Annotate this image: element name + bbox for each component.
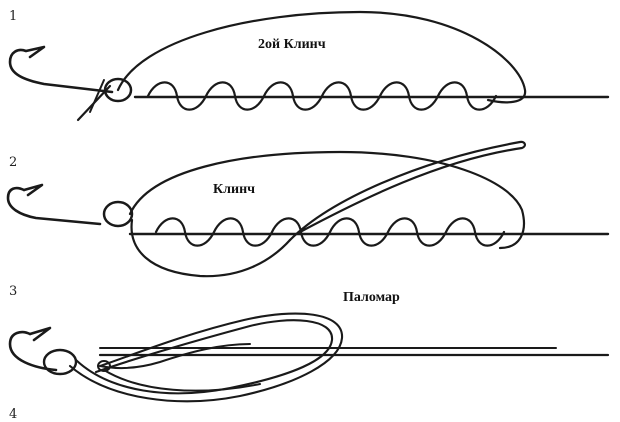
figure-1-title: 2ой Клинч (258, 37, 326, 52)
hook-2-icon (6, 183, 102, 226)
figure-1-number: 1 (9, 9, 18, 24)
coils-2 (154, 217, 506, 247)
figure-3-title: Паломар (343, 290, 400, 305)
figure-3-palomar-knot (8, 312, 610, 403)
figure-2-number: 2 (9, 155, 18, 170)
palomar-tag-3 (103, 369, 261, 392)
hook-eye-2 (102, 200, 134, 228)
figure-3-number: 3 (9, 284, 18, 299)
big-loop-2 (128, 150, 526, 250)
figure-4-number: 4 (9, 407, 18, 422)
hook-3-icon (8, 326, 58, 372)
big-loop-1 (116, 10, 527, 104)
palomar-loop-3b (68, 312, 344, 403)
tag-end-1b (89, 79, 105, 113)
figure-2-clinch-knot (6, 140, 610, 278)
palomar-loop-3a (74, 319, 334, 395)
palomar-bight-3 (99, 343, 251, 370)
figure-2-title: Клинч (213, 182, 256, 197)
loop-return-2 (130, 218, 292, 278)
hook-eye-3 (42, 348, 78, 376)
coils-1 (146, 81, 498, 111)
figure-1-double-clinch-knot (8, 10, 610, 122)
tag-end-2 (288, 140, 526, 242)
hook-1-icon (8, 45, 114, 94)
